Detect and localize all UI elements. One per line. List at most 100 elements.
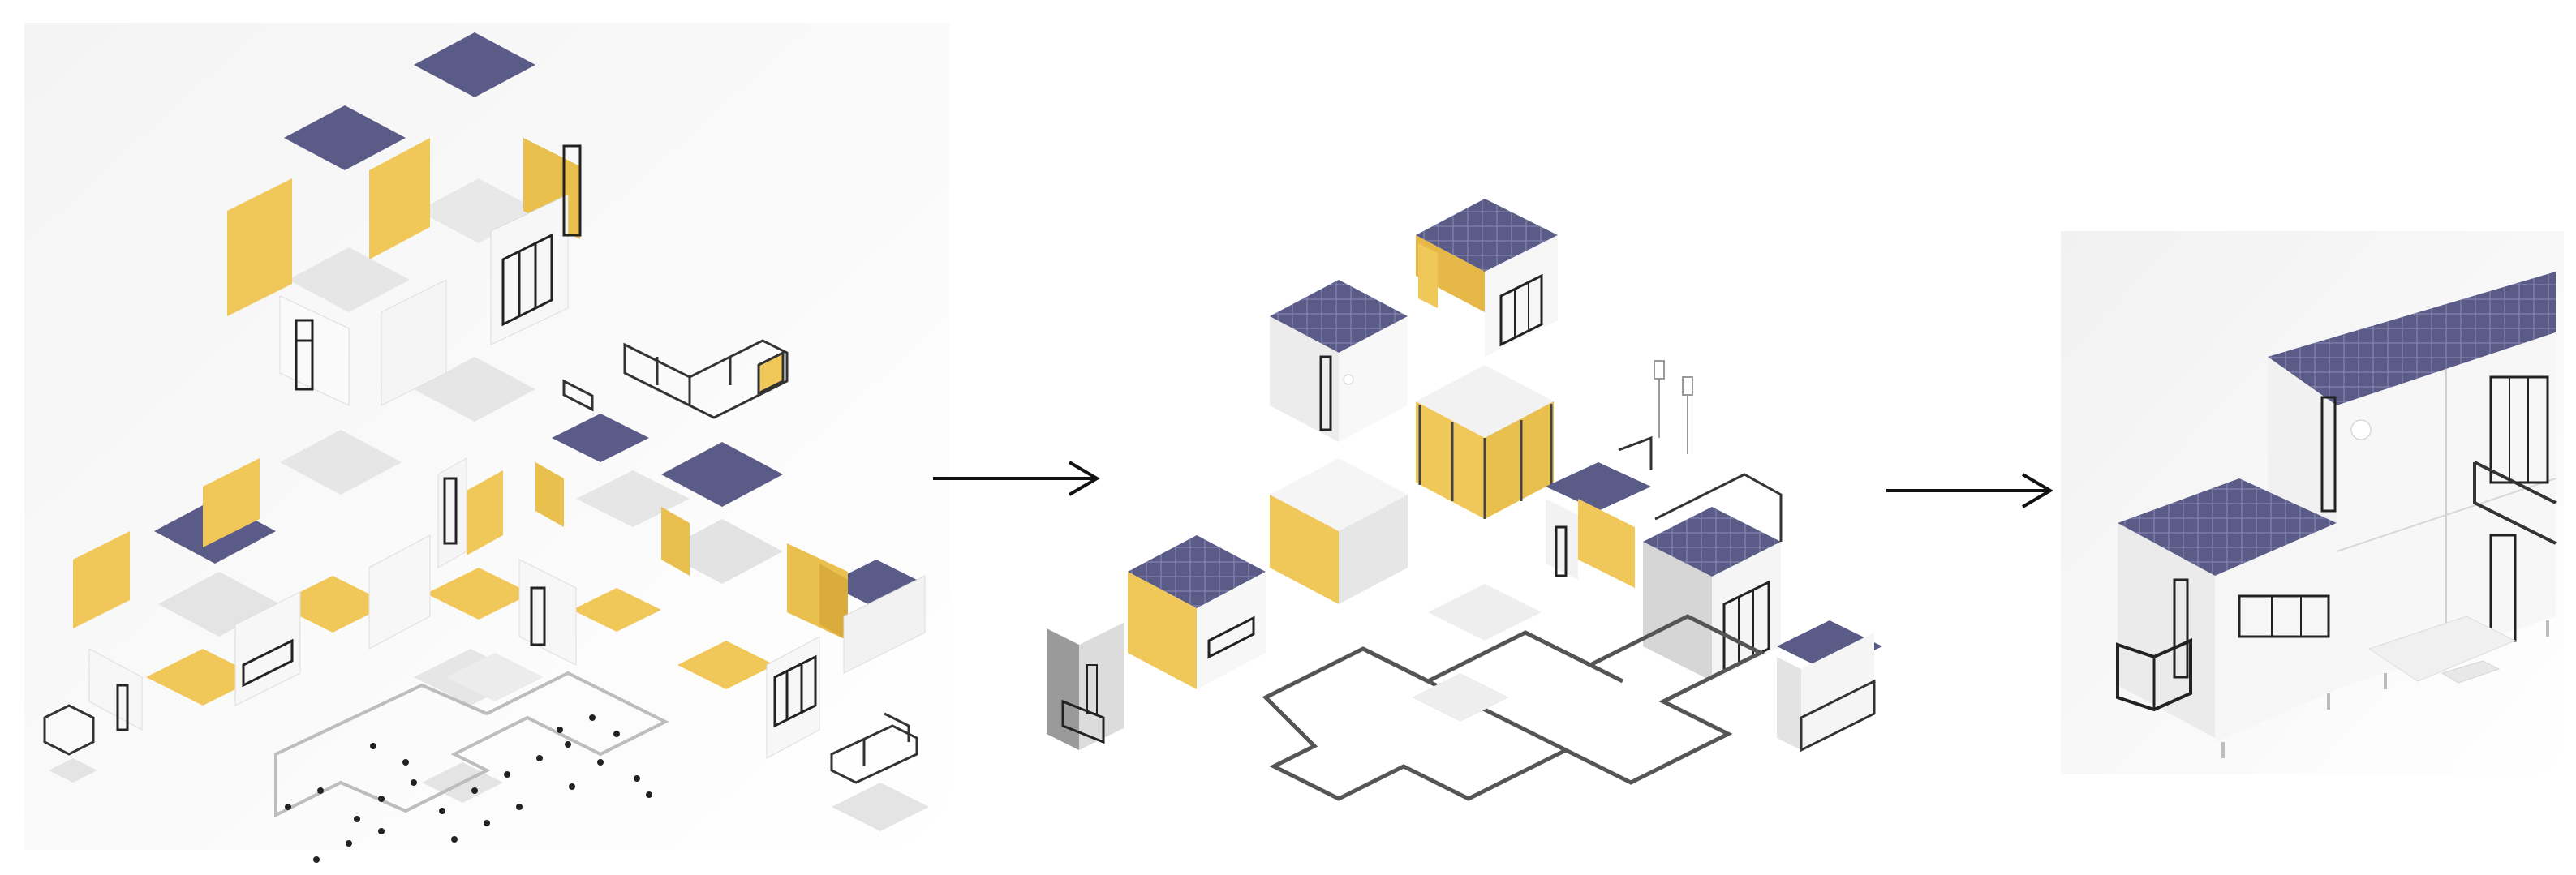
balcony-railing [884, 712, 910, 742]
building-seam [2336, 478, 2557, 552]
module-canopy-i [1777, 620, 1882, 753]
floor-slab [288, 247, 410, 312]
foundation-pile [646, 791, 652, 798]
floor-slab [49, 758, 97, 783]
window-group [116, 144, 817, 731]
foundation-pile [504, 771, 510, 778]
wood-wall-panel [203, 458, 260, 547]
foundation-pile [613, 731, 620, 737]
wood-floor [677, 641, 775, 689]
wood-wall-panel [73, 531, 130, 628]
balcony-railing [43, 704, 95, 756]
wood-wall-panel [227, 178, 292, 316]
foundation-group [274, 653, 669, 818]
module-wood-interior [1270, 495, 1339, 604]
window [1207, 616, 1255, 659]
solar-panel [552, 414, 649, 462]
wood-wall-panel [369, 138, 430, 259]
wood-wall-panel [819, 564, 848, 641]
foundation-outline [274, 671, 669, 818]
deck [2367, 616, 2517, 682]
foundation-pile [516, 804, 523, 810]
white-wall [381, 279, 447, 406]
white-wall [766, 636, 820, 759]
window [116, 684, 129, 731]
window [2320, 396, 2337, 513]
building-wall-lower-front [2215, 523, 2337, 742]
module-wood-solar-e [1128, 535, 1266, 689]
wood-floor [572, 588, 661, 632]
foundation-pile [378, 828, 385, 834]
foundation-frame [1262, 614, 1765, 801]
wood-floor-group [146, 568, 775, 706]
balcony-railing [1800, 679, 1876, 753]
balcony-railing [562, 379, 594, 412]
balcony-railing [2473, 461, 2557, 545]
wall-light [1343, 374, 1354, 385]
solar-panel [414, 32, 535, 97]
module-roof-grid [1416, 199, 1558, 272]
arrow-2 [1886, 473, 2053, 508]
floor-slab [661, 519, 783, 584]
wood-wall-group [73, 138, 848, 641]
wood-wall-panel [467, 470, 503, 555]
wood-floor [276, 576, 389, 633]
white-wall-group [88, 194, 926, 759]
white-wall [368, 534, 431, 650]
foundation-pile [378, 796, 385, 802]
module-wall-right [1339, 316, 1408, 442]
entrance-door [2173, 578, 2189, 679]
stage-finished-building [2061, 231, 2564, 774]
wall-light [2350, 419, 2372, 440]
foundation-pile [569, 783, 575, 790]
building-roof-grid [2118, 478, 2337, 576]
module-wall-left [1777, 657, 1801, 750]
floor-slab [446, 653, 544, 701]
frame-posts [1418, 404, 1553, 519]
module-wall-left [1643, 542, 1712, 681]
balcony-railing [1654, 473, 1783, 542]
window [2238, 594, 2330, 638]
foundation-pile [451, 836, 458, 843]
white-wall [490, 194, 569, 345]
window [2489, 375, 2549, 484]
foundation-pile [557, 727, 563, 733]
module-wood-interior [1485, 401, 1554, 519]
wood-wall-panel [661, 507, 690, 576]
foundation-pile [370, 743, 376, 749]
foundation-pile [439, 808, 445, 814]
foundation-pile [354, 816, 360, 822]
balcony-railing [623, 339, 789, 419]
floor-slab [1428, 584, 1542, 641]
module-wall-right [1339, 495, 1408, 604]
floor-slab [1412, 673, 1509, 722]
arrow-head [1068, 461, 1100, 496]
wind-turbine-group [1654, 360, 1693, 454]
steps [2441, 660, 2501, 684]
arrow-1 [933, 461, 1100, 496]
balcony-railing [830, 724, 918, 784]
module-entrance-f [1047, 623, 1124, 750]
white-wall [518, 559, 577, 666]
window [530, 586, 546, 646]
floor-slab [280, 430, 402, 495]
stage-assembled-modules [1047, 199, 1882, 801]
building-piles [2221, 620, 2549, 758]
module-wall-left [1546, 499, 1578, 580]
balcony-railing [1618, 435, 1653, 470]
window [242, 638, 294, 688]
window [773, 654, 817, 728]
module-white-solar-a [1270, 280, 1408, 442]
pile-group [285, 714, 652, 863]
building-roof-grid [2268, 272, 2556, 405]
white-wall [843, 575, 926, 674]
wind-turbine [1654, 360, 1665, 380]
foundation-pile [634, 775, 640, 782]
white-wall [437, 457, 467, 568]
railing-group [43, 339, 918, 784]
entrance-door [1086, 664, 1098, 714]
foundation-pile [402, 759, 409, 766]
foundation-pile [565, 741, 571, 748]
foundation-outline [1262, 614, 1765, 801]
wood-wall-panel [535, 462, 564, 527]
